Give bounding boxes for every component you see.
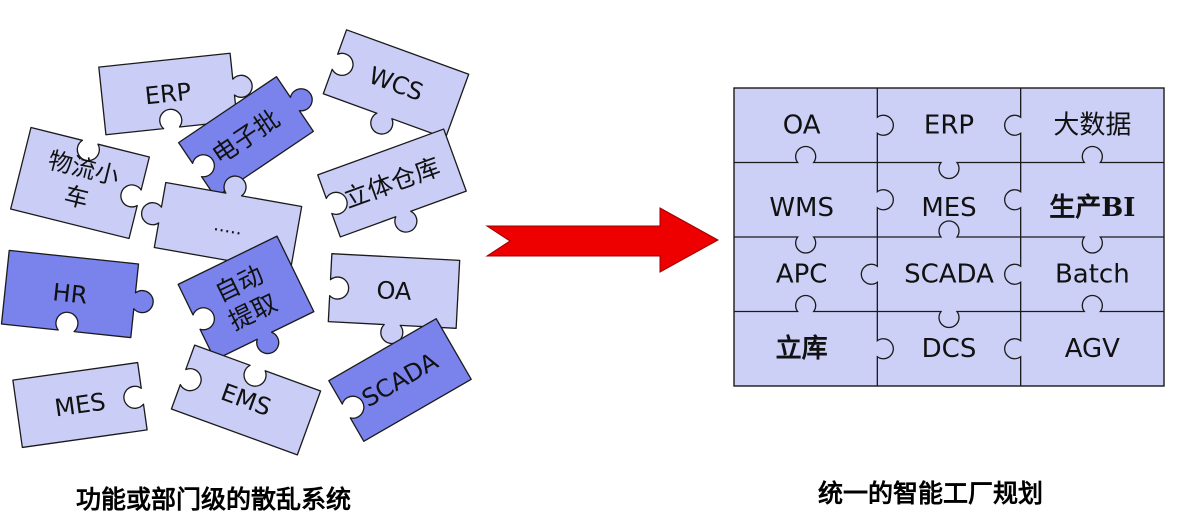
- grid-cell-label: DCS: [922, 334, 977, 364]
- arrow-right-icon: [485, 207, 720, 273]
- grid-cell-label: MES: [921, 193, 976, 223]
- scattered-piece-wcs: WCS: [322, 29, 470, 139]
- piece-label: HR: [51, 278, 88, 309]
- piece-shape: [177, 235, 315, 361]
- piece-label: ERP: [144, 78, 193, 111]
- piece-shape: [322, 29, 470, 139]
- left-caption: 功能或部门级的散乱系统: [76, 485, 352, 514]
- scattered-piece-ems: EMS: [170, 344, 322, 456]
- piece-shape: [10, 126, 150, 240]
- grid-cell-label: Batch: [1055, 259, 1130, 289]
- piece-shape: [12, 361, 148, 449]
- unified-puzzle-grid: OA ERP 大数据 WMS MES 生产BI APC SCADA Batch 立库 DCS AGV: [733, 87, 1165, 387]
- grid-divider: [734, 294, 1164, 329]
- grid-frame: [733, 87, 1165, 387]
- scattered-piece-dianzipi: 电子批: [177, 75, 315, 199]
- grid-cell-label: ERP: [924, 110, 974, 140]
- scattered-piece-liti: 立体仓库: [317, 128, 467, 238]
- scattered-piece-oa: OA: [327, 253, 461, 345]
- scattered-piece-mes: MES: [12, 361, 148, 449]
- grid-divider: [734, 145, 1164, 180]
- piece-shape: [170, 344, 322, 456]
- scattered-piece-hr: HR: [0, 249, 154, 339]
- right-caption: 统一的智能工厂规划: [818, 479, 1044, 508]
- grid-cell-label: 立库: [776, 333, 828, 364]
- grid-cell-label: OA: [783, 110, 821, 140]
- piece-shape: [0, 249, 154, 339]
- piece-shape: [327, 253, 461, 345]
- piece-shape: [317, 128, 467, 238]
- grid-divider: [734, 220, 1164, 254]
- piece-label: .....: [212, 214, 244, 240]
- grid-cell-label: APC: [776, 259, 828, 289]
- piece-label: OA: [376, 276, 413, 306]
- piece-shape: [177, 75, 315, 199]
- scattered-piece-scada: SCADA: [328, 318, 472, 442]
- grid-cell-label: SCADA: [904, 259, 994, 289]
- grid-cell-label: WMS: [769, 193, 834, 223]
- grid-cell-label: 大数据: [1053, 110, 1131, 140]
- piece-shape: [328, 318, 472, 442]
- grid-cell-label: AGV: [1065, 334, 1120, 364]
- grid-cell-label: 生产BI: [1049, 193, 1135, 223]
